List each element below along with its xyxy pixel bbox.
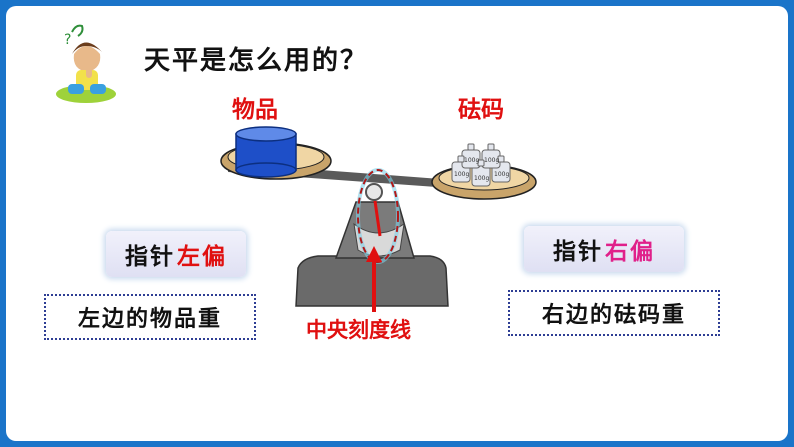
weight-mark: 100g	[464, 157, 479, 164]
center-line-arrow	[366, 246, 382, 262]
left-conclusion: 左边的物品重	[44, 294, 256, 340]
thinking-boy-icon: ?	[56, 24, 116, 103]
scale-pointer	[372, 193, 382, 237]
pointer-right-highlight: 右偏	[605, 239, 655, 265]
weights-stack	[451, 143, 511, 187]
right-conclusion: 右边的砝码重	[508, 290, 720, 336]
pointer-left-box: 指针左偏	[106, 231, 246, 277]
weight-mark: 100g	[494, 171, 509, 178]
pointer-left-prefix: 指针	[125, 244, 175, 270]
pointer-right-box: 指针右偏	[524, 226, 684, 272]
pointer-left-highlight: 左偏	[177, 244, 227, 270]
balance-scale-icon: 100g 100g 100g 100g 100g	[220, 126, 537, 312]
item-label: 物品	[232, 96, 278, 123]
weight-label: 砝码	[458, 96, 504, 123]
weight-mark: 100g	[484, 157, 499, 164]
question-title: 天平是怎么用的？	[144, 46, 369, 76]
weight-mark: 100g	[454, 171, 469, 178]
slide: ? 天平是怎么用的？ 物品 砝码	[6, 6, 788, 441]
center-line-label: 中央刻度线	[306, 317, 411, 342]
weight-mark: 100g	[474, 175, 489, 182]
svg-text:?: ?	[64, 32, 71, 48]
pointer-right-prefix: 指针	[553, 239, 603, 265]
